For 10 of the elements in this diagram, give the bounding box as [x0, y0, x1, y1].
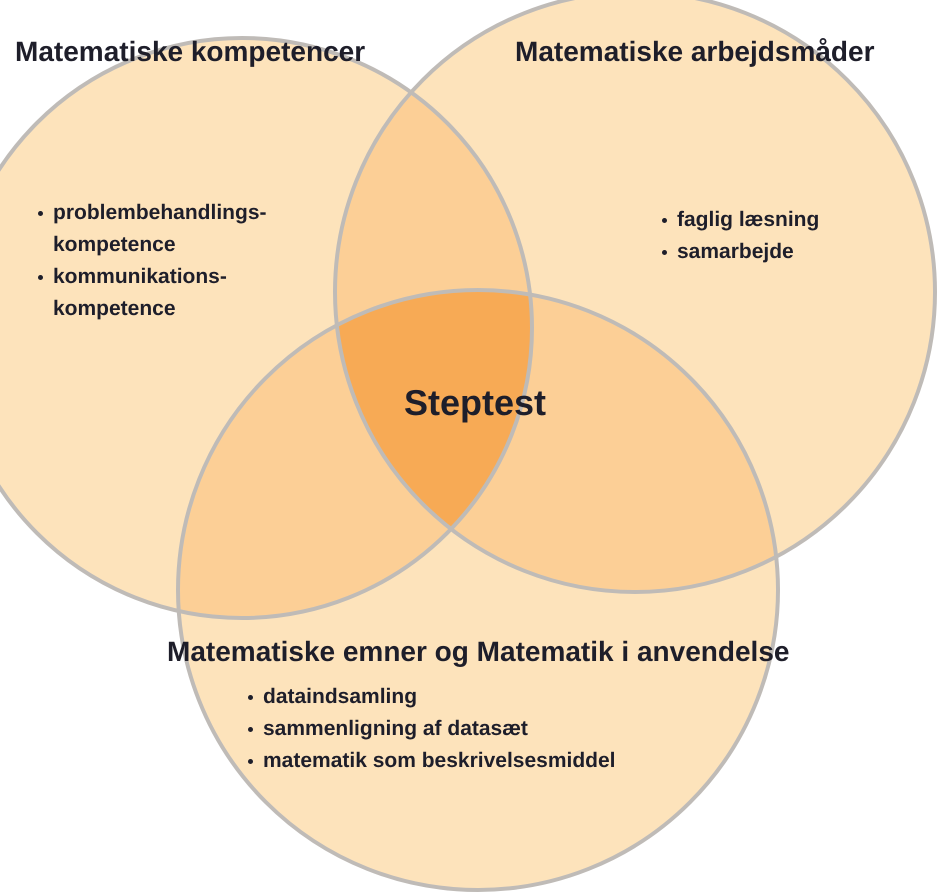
circle-heading: Matematiske emner og Matematik i anvendelse	[167, 636, 790, 668]
list-item: dataindsamling	[263, 684, 418, 710]
circle-heading: Matematiske kompetencer	[15, 36, 366, 68]
list-item: faglig læsning	[677, 207, 820, 233]
list-item: sammenligning af datasæt	[263, 716, 528, 742]
list-item: kommunikations-kompetence	[53, 264, 228, 322]
list-item: samarbejde	[677, 239, 794, 265]
center-label: Steptest	[404, 382, 546, 424]
circle-heading: Matematiske arbejdsmåder	[515, 36, 875, 68]
list-item: matematik som beskrivelsesmiddel	[263, 748, 616, 774]
